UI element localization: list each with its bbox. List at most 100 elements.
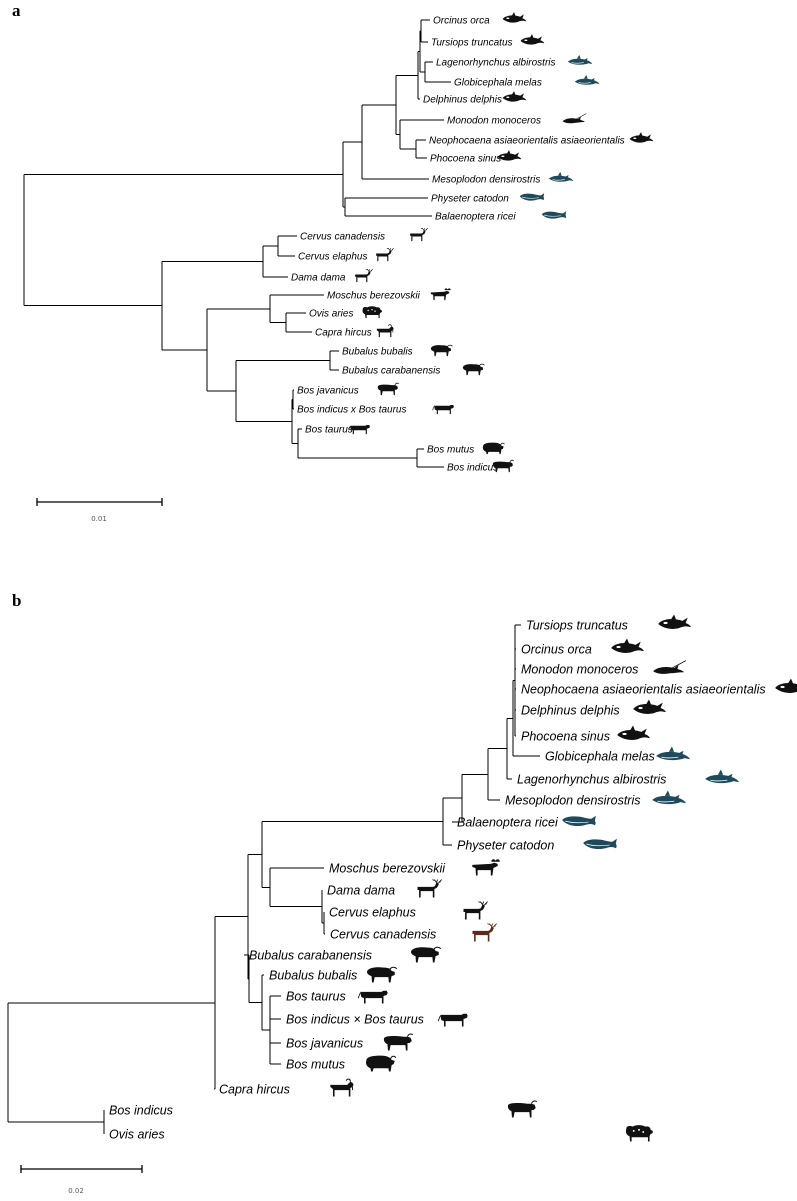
sheep-icon: [362, 306, 382, 319]
taxon-label: Delphinus delphis: [423, 95, 502, 106]
taxon-label: Mesoplodon densirostris: [505, 794, 641, 808]
taxon-label: Bos indicus x Bos taurus: [297, 405, 407, 416]
cow-icon: [438, 1013, 468, 1027]
orca-icon: [611, 638, 644, 653]
taxon-label: Bos taurus: [305, 425, 353, 436]
taxon-label: Phocoena sinus: [430, 154, 501, 165]
sheep-icon: [625, 1125, 653, 1142]
taxon-label: Balaenoptera ricei: [435, 212, 516, 223]
whale-icon: [519, 192, 545, 201]
taxon-label: Capra hircus: [219, 1083, 290, 1097]
dolphin-icon: [574, 74, 600, 86]
taxon-label: Bubalus carabanensis: [342, 366, 440, 377]
dolphin-icon: [651, 790, 687, 805]
buffalo-icon: [430, 345, 453, 357]
taxon-label: Neophocaena asiaeorientalis asiaeorienta…: [521, 683, 766, 697]
orca-icon: [658, 614, 691, 629]
whale-icon: [561, 815, 597, 827]
bovine-icon: [507, 1100, 537, 1118]
taxon-label: Bubalus bubalis: [342, 347, 413, 358]
scale-bar-label: 0.02: [68, 1187, 84, 1195]
taxon-label: Neophocaena asiaeorientalis asiaeorienta…: [429, 136, 625, 147]
buffalo-icon: [462, 364, 485, 376]
orca-icon: [633, 699, 666, 714]
deer-icon: [472, 923, 497, 942]
taxon-label: Orcinus orca: [521, 643, 592, 657]
orca-icon: [629, 132, 654, 143]
taxon-label: Bos mutus: [427, 445, 474, 456]
taxon-label: Bos indicus: [109, 1104, 173, 1118]
deer-icon: [355, 269, 373, 283]
scale-bar: 0.01: [36, 498, 163, 523]
taxon-label: Bubalus carabanensis: [249, 949, 372, 963]
taxon-label: Cervus canadensis: [330, 928, 436, 942]
taxon-label: Mesoplodon densirostris: [432, 175, 540, 186]
taxon-label: Bos mutus: [286, 1058, 345, 1072]
narwhal-icon: [653, 660, 686, 674]
yak-icon: [482, 442, 505, 455]
taxon-label: Lagenorhynchus albirostris: [436, 58, 556, 69]
yak-icon: [366, 1055, 396, 1072]
taxon-label: Monodon monoceros: [447, 116, 541, 127]
whale-icon: [541, 210, 567, 219]
deer-icon: [376, 248, 394, 262]
taxon-label: Physeter catodon: [431, 194, 509, 205]
taxon-label: Lagenorhynchus albirostris: [517, 773, 666, 787]
dolphin-icon: [567, 54, 593, 66]
whale-icon: [582, 838, 618, 850]
taxon-label: Delphinus delphis: [521, 704, 620, 718]
taxon-label: Globicephala melas: [545, 750, 655, 764]
dolphin-icon: [655, 746, 691, 761]
taxon-label: Tursiops truncatus: [526, 619, 628, 633]
taxon-label: Bos taurus: [286, 990, 346, 1004]
cow-icon: [432, 404, 454, 415]
bovine-icon: [377, 383, 399, 396]
orca-icon: [502, 12, 527, 23]
dolphin-icon: [548, 171, 574, 183]
taxon-label: Globicephala melas: [454, 78, 542, 89]
taxon-label: Monodon monoceros: [521, 663, 638, 677]
panel-label: b: [12, 591, 21, 610]
buffalo-icon: [367, 967, 397, 983]
bovine-icon: [383, 1033, 413, 1051]
taxon-label: Ovis aries: [109, 1128, 165, 1142]
taxon-label: Tursiops truncatus: [431, 38, 513, 49]
tree-branches: [23, 19, 451, 468]
taxon-label: Bos indicus × Bos taurus: [286, 1013, 424, 1027]
deer-icon: [410, 228, 428, 242]
taxon-label: Cervus canadensis: [300, 232, 385, 243]
orca-icon: [617, 725, 650, 740]
tree-branches: [7, 624, 540, 1134]
dolphin-icon: [704, 769, 740, 784]
taxon-label: Dama dama: [327, 884, 395, 898]
orca-icon: [775, 678, 797, 693]
taxon-label: Cervus elaphus: [329, 906, 416, 920]
cow-icon: [358, 990, 388, 1004]
scale-bar: 0.02: [20, 1165, 143, 1195]
taxon-label: Moschus berezovskii: [327, 291, 421, 302]
orca-icon: [497, 150, 522, 161]
goat-icon: [330, 1079, 354, 1097]
taxon-label: Balaenoptera ricei: [457, 816, 559, 830]
taxon-label: Cervus elaphus: [298, 252, 367, 263]
moose-icon: [430, 288, 451, 301]
taxon-label: Orcinus orca: [433, 16, 490, 27]
taxon-label: Bos indicus: [447, 463, 498, 474]
bovine-icon: [492, 460, 514, 473]
taxon-label: Dama dama: [291, 273, 346, 284]
taxon-label: Bos javanicus: [286, 1037, 363, 1051]
goat-icon: [376, 324, 394, 338]
taxon-label: Bubalus bubalis: [269, 969, 357, 983]
deer-icon: [417, 879, 442, 898]
orca-icon: [502, 91, 527, 102]
taxon-label: Bos javanicus: [297, 386, 359, 397]
narwhal-icon: [562, 113, 587, 124]
scale-bar-label: 0.01: [91, 515, 107, 523]
deer-icon: [463, 901, 488, 920]
orca-icon: [520, 34, 545, 45]
